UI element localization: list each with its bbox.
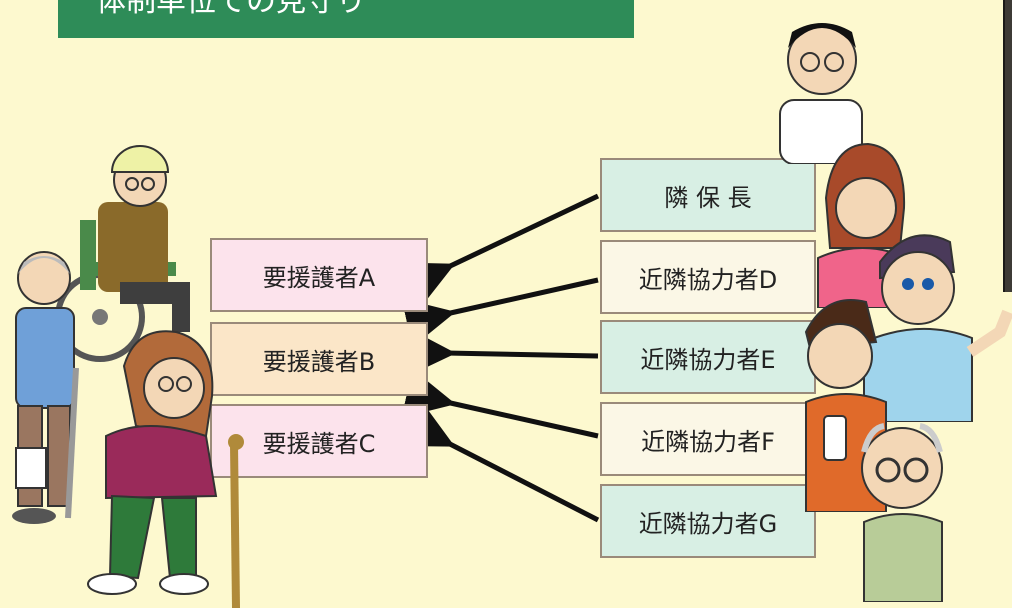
arrow-leader-to-a (399, 193, 600, 308)
old-man-glasses-icon (861, 423, 943, 602)
helper-d-label: 近隣協力者D (638, 265, 778, 294)
helper-f-box: 近隣協力者F (600, 402, 816, 476)
elderly-crutch-icon (12, 251, 79, 524)
man-waving-icon (863, 234, 1012, 422)
helper-f-label: 近隣協力者F (641, 427, 775, 456)
arrow-e-to-b (405, 327, 599, 378)
recipient-a-label: 要援護者A (262, 263, 376, 292)
helper-e-label: 近隣協力者E (640, 345, 776, 374)
recipient-c-box: 要援護者C (210, 404, 428, 478)
elderly-cane-icon (87, 330, 244, 608)
helper-g-label: 近隣協力者G (638, 509, 778, 538)
helper-d-box: 近隣協力者D (600, 240, 816, 314)
arrow-g-to-c (398, 401, 600, 523)
recipient-c-label: 要援護者C (262, 429, 376, 458)
helper-leader-box: 隣 保 長 (600, 158, 816, 232)
elderly-wheelchair-icon (55, 145, 190, 362)
arrow-d-to-b (401, 277, 599, 348)
recipient-b-box: 要援護者B (210, 322, 428, 396)
recipient-a-box: 要援護者A (210, 238, 428, 312)
helper-e-box: 近隣協力者E (600, 320, 816, 394)
helper-leader-label: 隣 保 長 (664, 183, 752, 212)
man-glasses-icon (779, 23, 863, 164)
page-title-banner: 体制単位での見守り (58, 0, 634, 38)
recipient-b-label: 要援護者B (262, 347, 376, 376)
person-phone-icon (804, 299, 887, 512)
arrow-f-to-c (401, 368, 599, 439)
helper-g-box: 近隣協力者G (600, 484, 816, 558)
photo-edge (1003, 0, 1012, 292)
